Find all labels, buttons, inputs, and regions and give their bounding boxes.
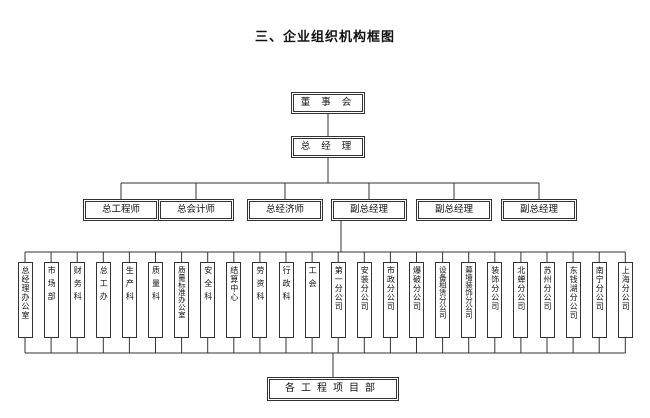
department-box: 生产科 xyxy=(121,262,137,338)
department-box: 劳资科 xyxy=(252,262,268,338)
department-label: 上海分公司 xyxy=(621,266,631,311)
department-box: 财务科 xyxy=(69,262,85,338)
executive-box: 总经济师 xyxy=(247,199,323,221)
department-box: 结算中心 xyxy=(226,262,242,338)
department-box: 苏州分公司 xyxy=(539,262,555,338)
general-manager-label: 总 经 理 xyxy=(300,141,356,153)
executive-box: 总会计师 xyxy=(158,199,234,221)
department-box: 市场部 xyxy=(43,262,59,338)
department-label: 设备租赁分公司 xyxy=(438,266,448,319)
department-box: 质量标准办公室 xyxy=(174,262,190,338)
department-box: 上海分公司 xyxy=(617,262,633,338)
executive-label: 副总经理 xyxy=(434,204,473,216)
executive-box: 副总经理 xyxy=(331,199,407,221)
department-box: 质量科 xyxy=(148,262,163,338)
department-box: 第一分公司 xyxy=(330,262,346,338)
department-label: 市政分公司 xyxy=(386,266,396,311)
project-departments-label: 各工程项目部 xyxy=(285,383,381,394)
department-label: 苏州分公司 xyxy=(543,266,552,311)
department-label: 总工办 xyxy=(99,266,109,305)
department-box: 安装分公司 xyxy=(356,262,372,338)
department-label: 安全科 xyxy=(203,266,213,305)
department-box: 工会 xyxy=(304,262,320,338)
department-box: 行政科 xyxy=(278,262,294,338)
department-label: 生产科 xyxy=(125,266,135,305)
executive-box: 副总经理 xyxy=(501,199,577,221)
executive-box: 总工程师 xyxy=(83,199,159,221)
department-label: 总经理办公室 xyxy=(21,266,30,320)
department-label: 安装分公司 xyxy=(360,266,370,311)
department-label: 第一分公司 xyxy=(334,266,344,311)
executive-label: 总会计师 xyxy=(176,204,215,216)
department-label: 质量标准办公室 xyxy=(177,266,187,319)
executive-box: 副总经理 xyxy=(416,199,492,221)
department-box: 安全科 xyxy=(200,262,216,338)
general-manager-box: 总 经 理 xyxy=(291,136,365,158)
department-box: 装饰分公司 xyxy=(487,262,503,338)
department-label: 质量科 xyxy=(151,266,161,305)
department-label: 结算中心 xyxy=(229,266,239,302)
department-box: 东钱湖分公司 xyxy=(565,262,581,338)
executive-label: 副总经理 xyxy=(349,204,388,216)
department-box: 幕墙装饰分公司 xyxy=(461,262,477,338)
executive-label: 总工程师 xyxy=(101,204,140,216)
department-label: 劳资科 xyxy=(255,266,265,305)
board-of-directors-label: 董 事 会 xyxy=(300,97,356,109)
project-departments-box: 各工程项目部 xyxy=(267,377,399,401)
board-of-directors-box: 董 事 会 xyxy=(291,92,365,114)
executive-label: 副总经理 xyxy=(519,204,558,216)
department-box: 设备租赁分公司 xyxy=(435,262,451,338)
department-box: 爆破分公司 xyxy=(409,262,424,338)
department-box: 总工办 xyxy=(95,262,111,338)
department-label: 装饰分公司 xyxy=(490,266,500,311)
department-box: 南宁分公司 xyxy=(591,262,607,338)
department-label: 爆破分公司 xyxy=(412,266,422,311)
executive-label: 总经济师 xyxy=(265,204,304,216)
department-label: 东钱湖分公司 xyxy=(569,266,579,320)
department-label: 工会 xyxy=(308,266,318,292)
department-box: 总经理办公室 xyxy=(17,262,33,338)
department-box: 北蝉分公司 xyxy=(513,262,529,338)
department-label: 行政科 xyxy=(282,266,291,305)
department-label: 财务科 xyxy=(73,266,83,305)
department-label: 北蝉分公司 xyxy=(516,266,526,311)
department-label: 幕墙装饰分公司 xyxy=(464,266,474,319)
chart-title: 三、企业组织机构框图 xyxy=(254,30,395,45)
department-label: 市场部 xyxy=(47,266,57,305)
department-label: 南宁分公司 xyxy=(595,266,605,311)
department-box: 市政分公司 xyxy=(382,262,398,338)
